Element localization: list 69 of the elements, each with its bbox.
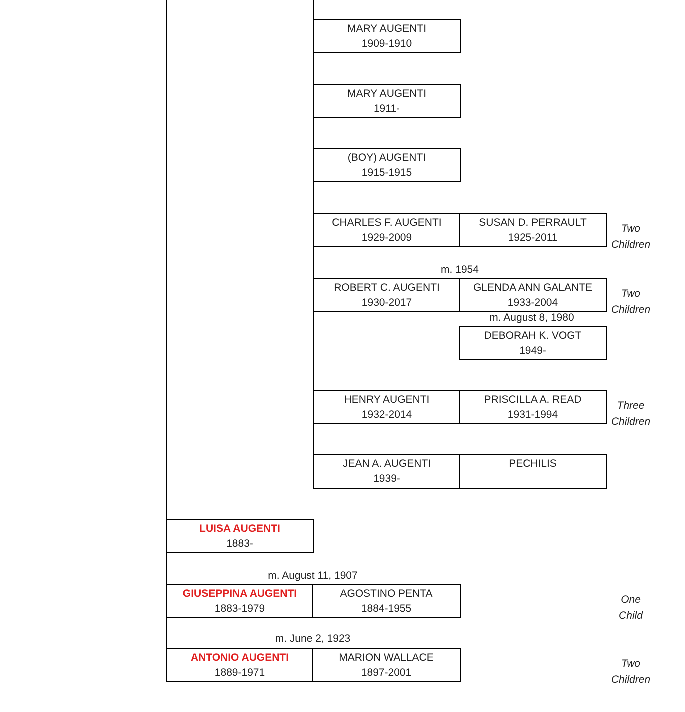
- person-box: [313, 213, 461, 247]
- life-dates: 1925-2011: [508, 231, 558, 246]
- life-dates: 1909-1910: [362, 37, 412, 52]
- connector-line: [166, 552, 167, 584]
- connector-line: [313, 180, 314, 214]
- life-dates: 1939-: [374, 472, 400, 487]
- marriage-date: m. 1954: [441, 263, 479, 278]
- person-box: [313, 148, 461, 182]
- person-box: [459, 326, 607, 360]
- connector-line: [313, 246, 314, 278]
- person-name: PECHILIS: [509, 457, 557, 472]
- person-name: MARION WALLACE: [339, 651, 434, 666]
- life-dates: 1897-2001: [361, 666, 412, 681]
- person-name: JEAN A. AUGENTI: [342, 457, 432, 472]
- person-box: [459, 213, 607, 247]
- person-box: [313, 454, 461, 489]
- life-dates: 1931-1994: [508, 408, 558, 423]
- life-dates: 1883-1979: [214, 602, 266, 617]
- life-dates: 1929-2009: [362, 231, 412, 246]
- person-name: CHARLES F. AUGENTI: [332, 216, 442, 231]
- person-box: [313, 84, 461, 118]
- life-dates: 1915-1915: [362, 166, 412, 181]
- person-name: ANTONIO AUGENTI: [190, 651, 289, 666]
- connector-line: [166, 616, 167, 648]
- children-note: One Child: [618, 593, 644, 624]
- person-box: [312, 648, 461, 682]
- person-box: [459, 390, 607, 424]
- life-dates: 1930-2017: [362, 296, 412, 311]
- person-box: [166, 584, 314, 618]
- marriage-date: m. June 2, 1923: [275, 632, 351, 647]
- life-dates: 1889-1971: [214, 666, 266, 681]
- person-box: [313, 278, 461, 312]
- person-box: [166, 519, 314, 553]
- person-box: [313, 390, 461, 424]
- connector-line: [313, 422, 314, 454]
- life-dates: 1883-: [226, 537, 254, 552]
- children-note: Two Children: [610, 287, 652, 318]
- life-dates: 1949-: [520, 344, 546, 359]
- person-name: PRISCILLA A. READ: [484, 393, 582, 408]
- connector-line: [313, 116, 314, 148]
- person-name: DEBORAH K. VOGT: [484, 329, 582, 344]
- person-name: (BOY) AUGENTI: [348, 151, 426, 166]
- person-name: ROBERT C. AUGENTI: [334, 281, 440, 296]
- person-name: GIUSEPPINA AUGENTI: [182, 587, 298, 602]
- person-name: SUSAN D. PERRAULT: [479, 216, 587, 231]
- connector-line: [166, 0, 167, 520]
- connector-line: [313, 0, 314, 20]
- person-name: MARY AUGENTI: [348, 22, 426, 37]
- life-dates: 1884-1955: [361, 602, 412, 617]
- marriage-date: m. August 8, 1980: [490, 311, 574, 326]
- person-box: [459, 278, 607, 312]
- person-name: LUISA AUGENTI: [200, 522, 280, 537]
- marriage-date: m. August 11, 1907: [268, 569, 358, 584]
- connector-line: [313, 310, 314, 390]
- person-name: HENRY AUGENTI: [344, 393, 430, 408]
- person-name: MARY AUGENTI: [348, 87, 426, 102]
- children-note: Two Children: [610, 222, 652, 253]
- person-box: [459, 454, 607, 489]
- person-box: [313, 19, 461, 53]
- person-name: GLENDA ANN GALANTE: [473, 281, 593, 296]
- children-note: Two Children: [610, 657, 652, 688]
- person-box: [166, 648, 314, 682]
- person-name: AGOSTINO PENTA: [340, 587, 433, 602]
- children-note: Three Children: [610, 399, 652, 430]
- connector-line: [313, 52, 314, 84]
- life-dates: 1933-2004: [508, 296, 558, 311]
- life-dates: 1911-: [374, 102, 400, 117]
- person-box: [312, 584, 461, 618]
- life-dates: 1932-2014: [362, 408, 412, 423]
